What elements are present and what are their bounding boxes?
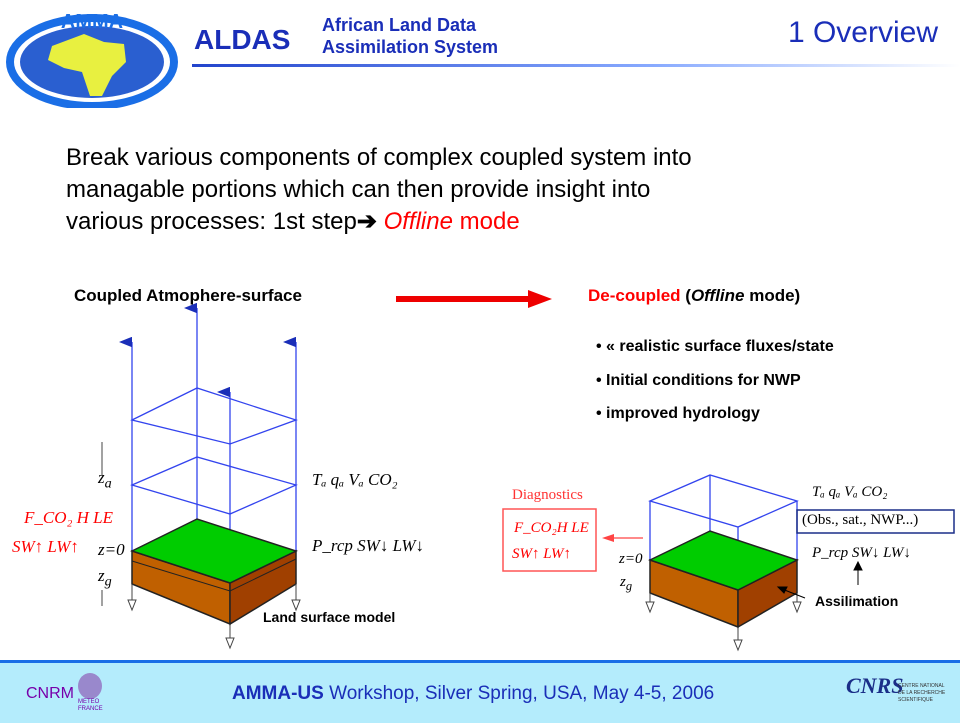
line3-prefix: various processes: 1st step (66, 208, 357, 235)
left-z0: z=0 (98, 540, 125, 559)
diagnostics-box (502, 508, 597, 572)
acronym: ALDAS (194, 24, 291, 55)
offline-italic: Offline (383, 208, 453, 235)
red-arrow-icon (396, 290, 552, 308)
meteo-france-logo (78, 673, 102, 699)
bullet-2: • Initial conditions for NWP (596, 372, 801, 389)
subtitle-line2: Assimilation System (322, 37, 499, 57)
right-z0: z=0 (619, 551, 643, 567)
right-forcing: P_rcp SW↓ LW↓ (812, 545, 911, 561)
zg: z (98, 566, 105, 585)
footer: CNRM METEO FRANCE AMMA-US Workshop, Silv… (0, 660, 960, 723)
left-fluxes: F_CO₂ H LE (24, 508, 114, 527)
right-fluxes: F_CO₂H LE (514, 520, 589, 536)
right-zg: zg (620, 574, 632, 594)
land-surface-model-label: Land surface model (263, 609, 396, 625)
left-rad-up: SW↑ LW↑ (12, 537, 79, 556)
paren-open: ( (680, 286, 691, 305)
za-sub: a (104, 475, 112, 492)
cnrs-logo: CNRS (846, 673, 904, 698)
intro-text: Break various components of complex coup… (66, 142, 692, 238)
zg-sub: g (625, 579, 633, 593)
mode-word: mode (452, 208, 520, 235)
bullet-3: • improved hydrology (596, 405, 760, 422)
right-rad-up: SW↑ LW↑ (512, 546, 572, 562)
decoupled-label: De-coupled (588, 286, 681, 305)
right-down-arrows (645, 593, 802, 652)
amma-logo: AMMA (6, 11, 178, 108)
za: z (98, 468, 105, 487)
left-down-arrows (101, 442, 301, 650)
left-heading: Coupled Atmophere-surface (74, 286, 302, 305)
intro-line2: managable portions which can then provid… (66, 176, 651, 203)
obs-box (796, 509, 955, 534)
diagnostics-title: Diagnostics (512, 487, 583, 503)
right-land-block (648, 530, 799, 629)
assimilation-label: Assilimation (815, 593, 899, 609)
slide-title: 1 Overview (787, 16, 938, 49)
footer-bold: AMMA-US (232, 683, 324, 704)
header-rule (192, 64, 960, 67)
paren-close: mode) (744, 286, 801, 305)
diagrams (101, 302, 955, 652)
bullet-1: • « realistic surface fluxes/state (596, 338, 834, 355)
left-land-block (130, 518, 299, 626)
cnrs-text: CENTRE NATIONAL DE LA RECHERCHE SCIENTIF… (898, 683, 946, 703)
zg: z (620, 574, 626, 590)
left-atm-vars: Tₐ qₐ Vₐ CO₂ (312, 470, 398, 489)
intro-line3: various processes: 1st step➔ Offline mod… (66, 206, 692, 238)
footer-text: AMMA-US Workshop, Silver Spring, USA, Ma… (232, 683, 714, 705)
left-forcing: P_rcp SW↓ LW↓ (312, 536, 425, 555)
subtitle-line1: African Land Data (322, 15, 477, 35)
offline-label: Offline (690, 286, 745, 305)
za-label: za (98, 468, 112, 492)
zg-sub: g (104, 573, 112, 590)
zg-label: zg (98, 566, 112, 590)
cnrm-logo: CNRM (26, 685, 74, 702)
logo-text: AMMA (61, 11, 123, 33)
obs-text: (Obs., sat., NWP...) (802, 512, 919, 528)
meteo-france-text: METEO FRANCE (78, 699, 103, 712)
diagnostics-arrow (602, 534, 643, 542)
right-heading: De-coupled (Offline mode) (588, 286, 800, 306)
assimilation-arrows (776, 560, 863, 599)
right-atm-vars: Tₐ qₐ Vₐ CO₂ (812, 484, 888, 500)
intro-line1: Break various components of complex coup… (66, 144, 692, 171)
arrow-icon: ➔ (356, 208, 384, 235)
footer-rest: Workshop, Silver Spring, USA, May 4-5, 2… (323, 683, 715, 704)
